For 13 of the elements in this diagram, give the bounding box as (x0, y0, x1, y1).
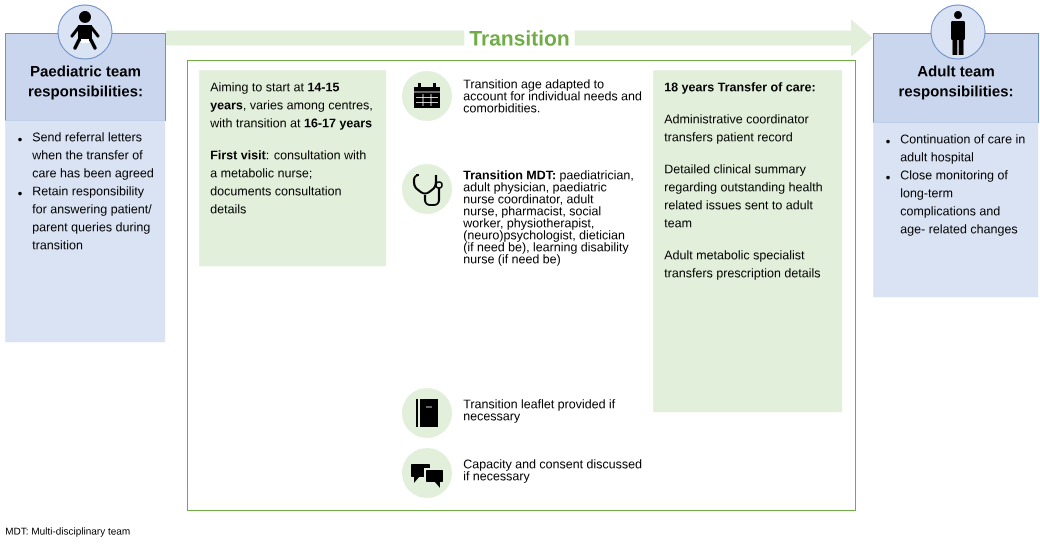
info-box: Aiming to start at 14-15 years, varies among centres, with transition at 16-17 years First visit: consultation with a metabolic nurse; documents consultation details (199, 70, 387, 267)
bullet-list-box: Continuation of care in adult hospital Close monitoring of long-term complications and age- related changes (873, 122, 1039, 298)
bullet-list-box: Send referral letters when the transfer of care has been agreed Retain responsibility for answering patient/ parent queries during transition (5, 120, 166, 343)
footnote: MDT: Multi-disciplinary team (6, 527, 130, 537)
heading-box: Adult team responsibilities: (873, 33, 1039, 123)
info-box: 18 years Transfer of care: Administrative coordinator transfers patient record Detailed clinical summary regarding outstanding health related issues sent to adult team Adult metabolic specialist transfers prescription details (653, 70, 843, 413)
item-text: Transition leaflet provided if necessary (463, 399, 616, 423)
item-text: Capacity and consent discussed if necessary (463, 459, 642, 483)
item-text: Transition age adapted to account for individual needs and comorbidities. (463, 79, 642, 113)
edge-label: Transition (464, 28, 575, 48)
item-text: Transition MDT: paediatrician, adult physician, paediatric nurse coordinator, adult nurse, pharmacist, social worker, physiotherapist, (neuro)psychologist, dietician (if need be), learning disability nurse (if need be) (463, 170, 633, 266)
heading-box: Paediatric team responsibilities: (5, 33, 166, 121)
transition-frame (187, 60, 856, 511)
